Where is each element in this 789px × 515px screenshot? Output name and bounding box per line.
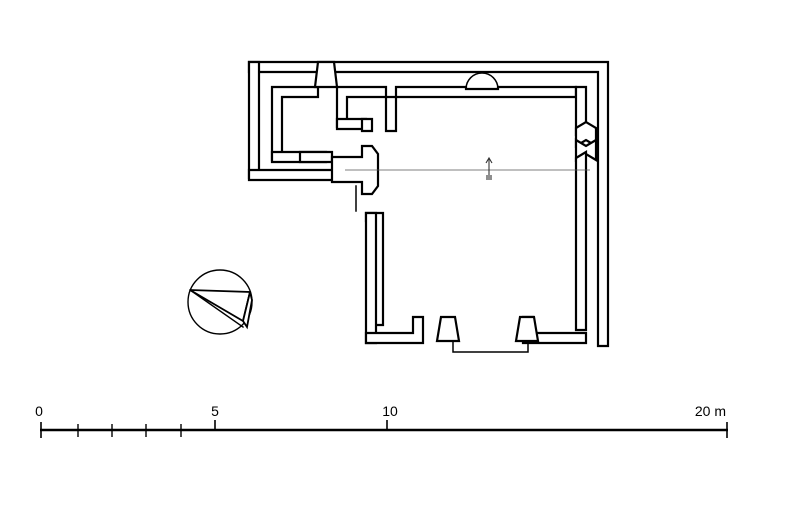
north-arrow-compass <box>187 269 253 335</box>
apse-semicircle <box>465 72 499 90</box>
outer-enclosure-wall <box>247 60 610 348</box>
north-wall-pier <box>313 60 339 89</box>
scale-label-5: 5 <box>211 403 219 419</box>
courtyard-south-wall-west <box>364 315 425 345</box>
compass-arrow-tail-icon <box>242 291 253 330</box>
recess-return-wall <box>360 117 374 133</box>
axis-arrow-marker <box>485 156 493 180</box>
south-pier-east <box>514 315 540 343</box>
north-chamber-north-wall <box>270 85 320 162</box>
north-chamber-south-wall-east <box>298 150 334 164</box>
east-wall-lower <box>574 150 588 332</box>
nave-north-wall <box>394 85 578 99</box>
courtyard-west-wall-outer <box>364 211 378 345</box>
graphic-scale-bar: 0 5 10 20 m <box>35 403 728 438</box>
south-pier-west <box>435 315 461 343</box>
scale-label-0: 0 <box>35 403 43 419</box>
south-entrance-step <box>452 340 529 353</box>
compass-arrow-icon <box>189 289 252 323</box>
west-outer-wall <box>247 60 261 180</box>
scale-label-10: 10 <box>382 403 398 419</box>
compass-arrow-spine <box>188 288 245 329</box>
scale-label-20m: 20 m <box>695 403 726 419</box>
